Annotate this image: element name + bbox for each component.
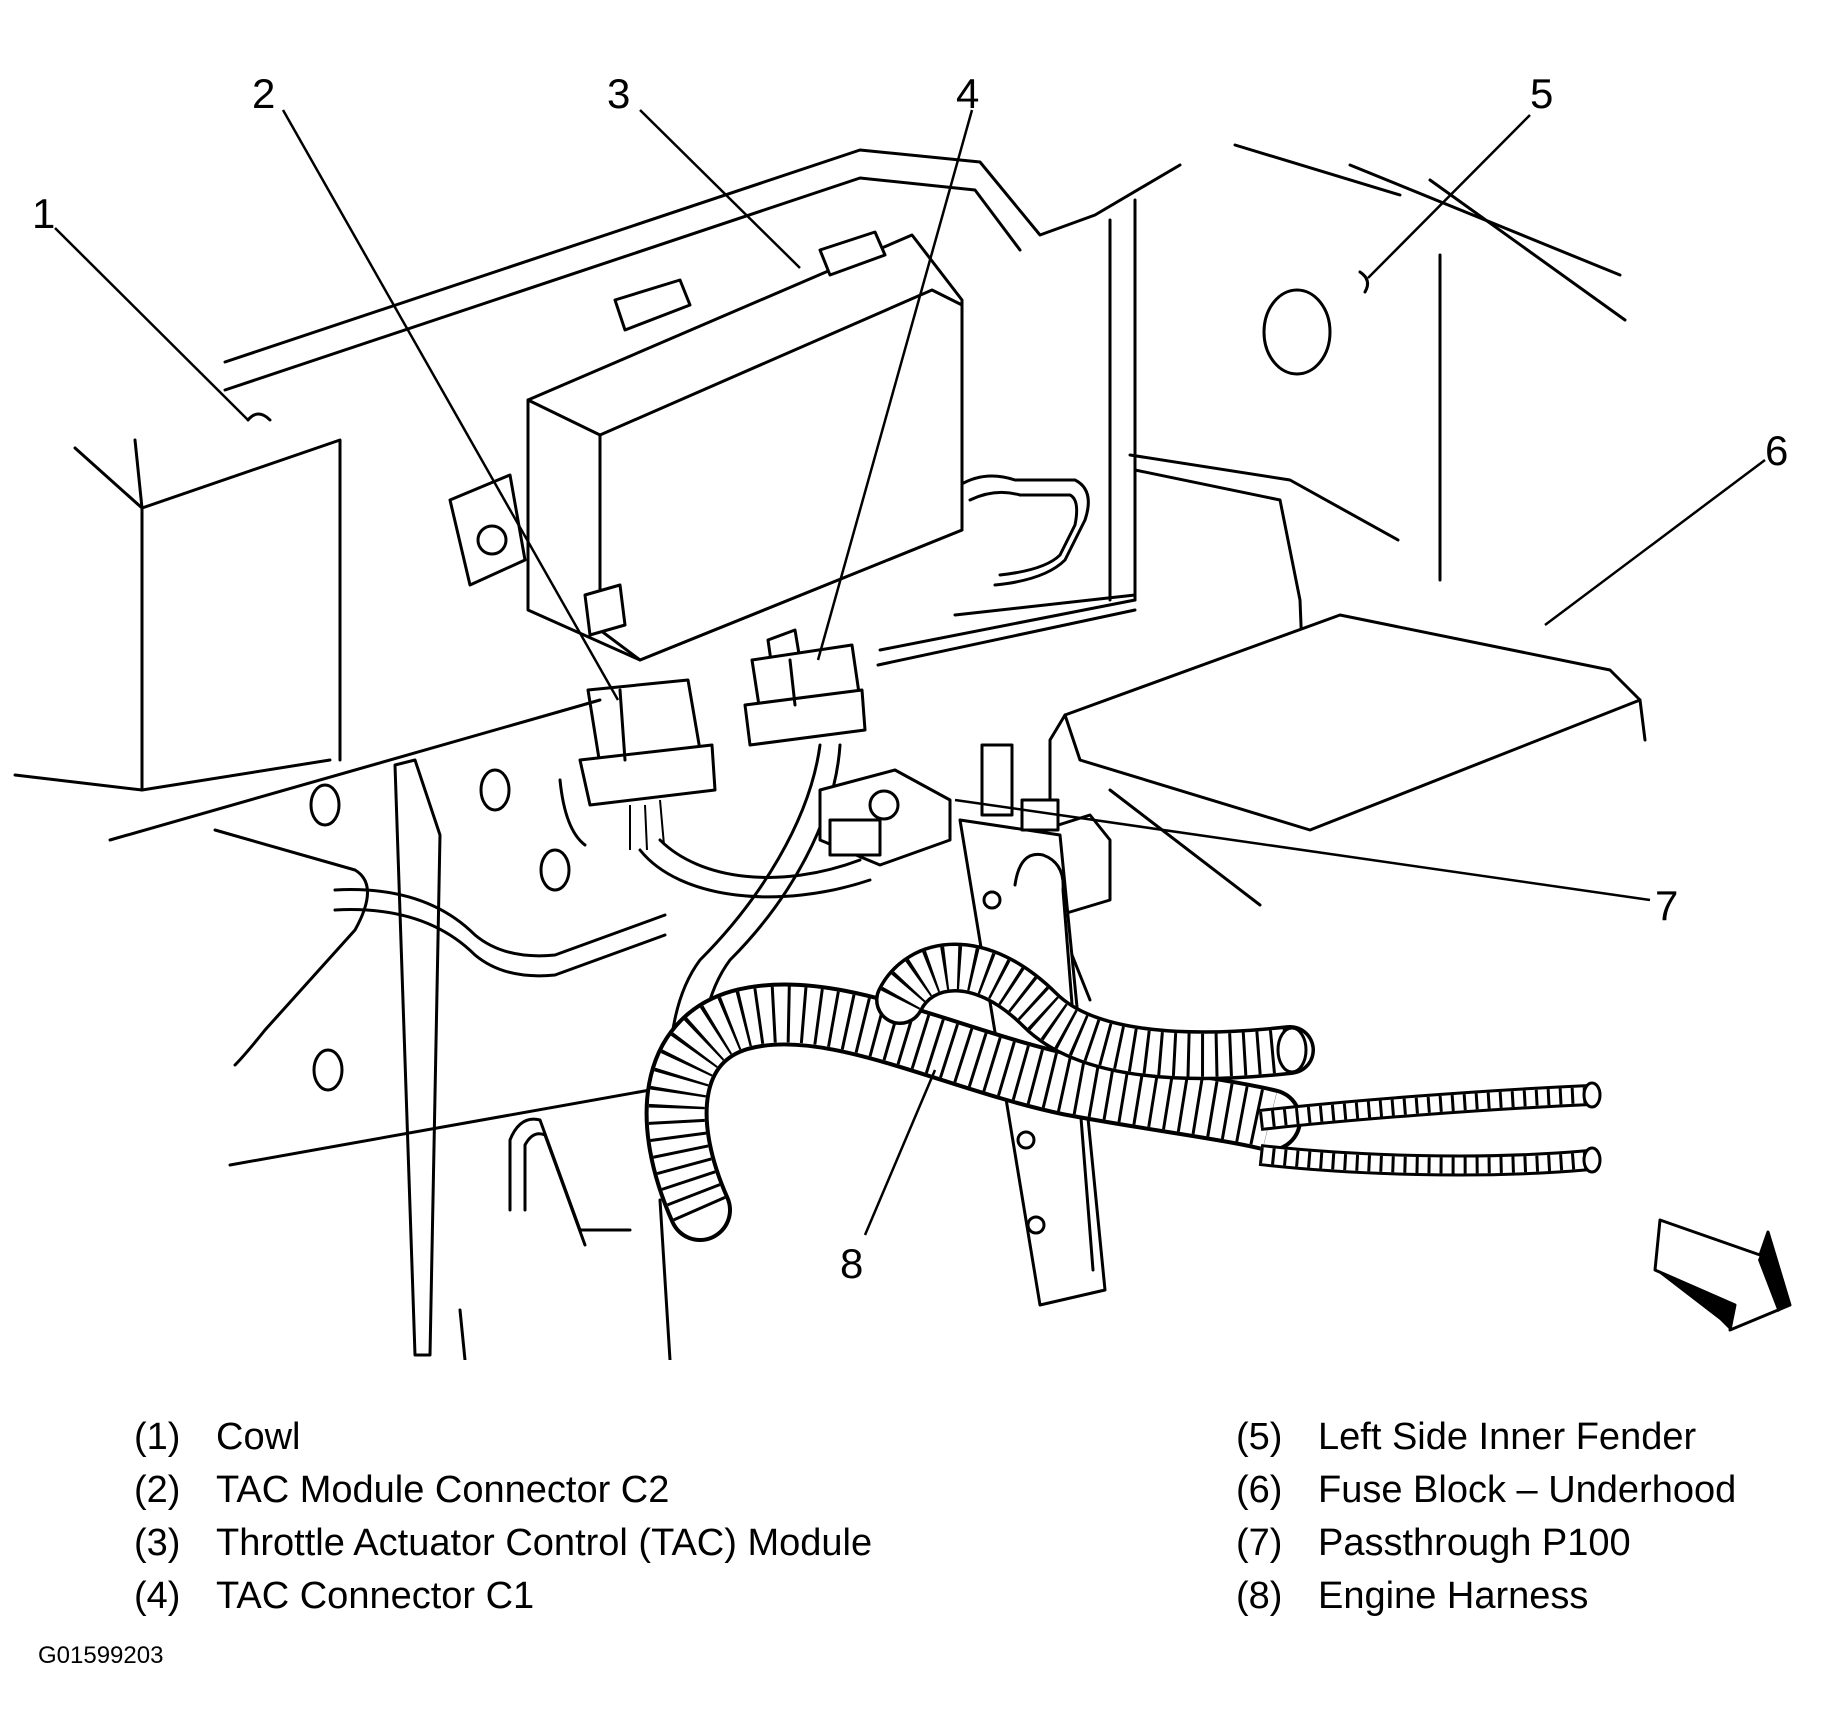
legend-right-column: (5) Left Side Inner Fender (6) Fuse Block … xyxy=(1236,1411,1736,1623)
legend-left-column: (1) Cowl (2) TAC Module Connector C2 (3) Th… xyxy=(134,1411,872,1623)
inner-fender xyxy=(1128,143,1627,652)
callout-8: 8 xyxy=(840,1240,863,1287)
component-locator-diagram: 1 2 3 4 5 6 7 8 xyxy=(13,70,1792,1360)
forward-arrow-icon xyxy=(1653,1218,1792,1332)
fuse-block-underhood xyxy=(993,613,1647,1002)
legend-item: (4) TAC Connector C1 xyxy=(134,1570,872,1623)
legend-label: TAC Module Connector C2 xyxy=(216,1469,670,1511)
legend-item: (5) Left Side Inner Fender xyxy=(1236,1411,1736,1464)
passthrough-p100 xyxy=(818,768,952,867)
legend-item: (2) TAC Module Connector C2 xyxy=(134,1464,872,1517)
cross-member xyxy=(108,698,672,1360)
callout-6: 6 xyxy=(1765,427,1788,474)
cowl-panel xyxy=(13,148,1182,792)
tac-module xyxy=(448,230,964,670)
legend-label: Passthrough P100 xyxy=(1318,1522,1631,1564)
legend-item: (6) Fuse Block – Underhood xyxy=(1236,1464,1736,1517)
legend-label: Throttle Actuator Control (TAC) Module xyxy=(216,1522,873,1564)
legend-label: TAC Connector C1 xyxy=(216,1575,535,1617)
connector-c2 xyxy=(578,678,717,851)
callout-1: 1 xyxy=(32,190,55,237)
engine-harness xyxy=(644,942,1602,1242)
leader-lines xyxy=(54,109,1766,1236)
legend-label: Left Side Inner Fender xyxy=(1318,1416,1697,1458)
legend-number: (8) xyxy=(1236,1575,1283,1617)
legend-number: (1) xyxy=(134,1416,181,1458)
legend-item: (1) Cowl xyxy=(134,1411,872,1464)
legend-label: Cowl xyxy=(216,1416,301,1458)
legend-number: (4) xyxy=(134,1575,181,1617)
legend-number: (6) xyxy=(1236,1469,1283,1511)
callout-3: 3 xyxy=(607,70,630,117)
callout-2: 2 xyxy=(252,70,275,117)
legend-item: (7) Passthrough P100 xyxy=(1236,1517,1736,1570)
legend-number: (2) xyxy=(134,1469,181,1511)
mounting-frame xyxy=(876,198,1137,667)
legend-number: (3) xyxy=(134,1522,181,1564)
legend-label: Engine Harness xyxy=(1318,1575,1589,1617)
figure-id: G01599203 xyxy=(38,1642,164,1669)
callout-5: 5 xyxy=(1530,70,1553,117)
legend-number: (5) xyxy=(1236,1416,1283,1458)
legend-item: (3) Throttle Actuator Control (TAC) Modul… xyxy=(134,1517,872,1570)
callout-4: 4 xyxy=(956,70,979,117)
callout-7: 7 xyxy=(1655,882,1678,929)
connector-c1 xyxy=(743,643,867,747)
legend-item: (8) Engine Harness xyxy=(1236,1570,1736,1623)
legend-number: (7) xyxy=(1236,1522,1283,1564)
legend-label: Fuse Block – Underhood xyxy=(1318,1469,1737,1511)
callout-numbers: 1 2 3 4 5 6 7 8 xyxy=(32,70,1788,1287)
